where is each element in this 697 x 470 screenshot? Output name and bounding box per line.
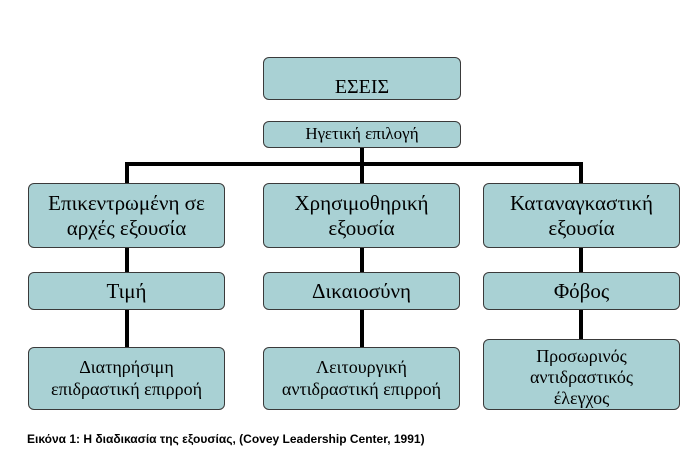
- temporary-control-box: Προσωρινός αντιδραστικός έλεγχος: [483, 339, 680, 410]
- fear-box: Φόβος: [483, 272, 680, 310]
- root-subtitle: Ηγετική επιλογή: [305, 124, 419, 144]
- root-box: ΕΣΕΙΣ: [263, 57, 461, 100]
- functional-influence-box: Λειτουργική αντιδραστική επιρροή: [263, 347, 460, 410]
- influence-label-right: Προσωρινός αντιδραστικός έλεγχος: [529, 346, 634, 409]
- power-label-left: Επικεντρωμένη σε αρχές εξουσία: [48, 190, 205, 240]
- power-label-right: Καταναγκαστική εξουσία: [510, 190, 653, 240]
- value-label-left: Τιμή: [106, 278, 147, 303]
- honor-box: Τιμή: [28, 272, 225, 310]
- figure-caption: Εικόνα 1: Η διαδικασία της εξουσίας, (Co…: [27, 432, 425, 446]
- sustainable-influence-box: Διατηρήσιμη επιδραστική επιρροή: [28, 347, 225, 410]
- value-label-middle: Δικαιοσύνη: [312, 278, 411, 303]
- principle-centered-power-box: Επικεντρωμένη σε αρχές εξουσία: [28, 183, 225, 248]
- coercive-power-box: Καταναγκαστική εξουσία: [483, 183, 680, 248]
- leadership-choice-box: Ηγετική επιλογή: [263, 121, 461, 148]
- value-label-right: Φόβος: [553, 278, 610, 303]
- power-label-middle: Χρησιμοθηρική εξουσία: [294, 190, 429, 240]
- fairness-box: Δικαιοσύνη: [263, 272, 460, 310]
- root-title: ΕΣΕΙΣ: [334, 75, 390, 98]
- influence-label-middle: Λειτουργική αντιδραστική επιρροή: [281, 357, 442, 399]
- utility-power-box: Χρησιμοθηρική εξουσία: [263, 183, 460, 248]
- influence-label-left: Διατηρήσιμη επιδραστική επιρροή: [50, 357, 202, 399]
